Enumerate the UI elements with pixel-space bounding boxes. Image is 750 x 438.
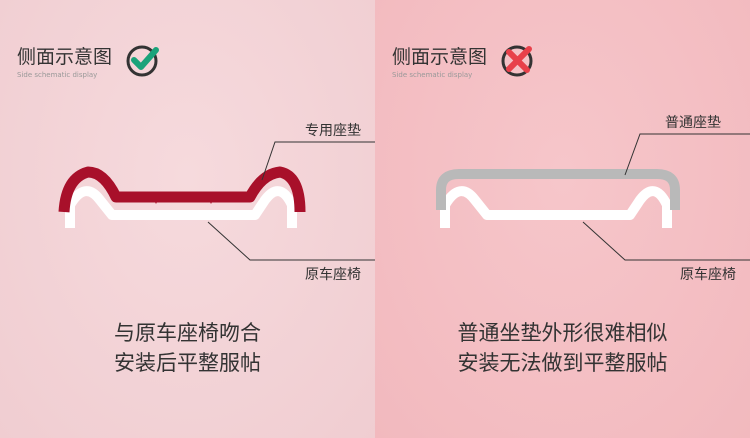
seat-label: 原车座椅 bbox=[305, 267, 361, 283]
check-icon bbox=[126, 45, 159, 77]
right-panel-incorrect: 侧面示意图 Side schematic display 普通座垫 原车座椅 普… bbox=[375, 0, 750, 438]
panel-subtitle: Side schematic display bbox=[392, 71, 473, 79]
dedicated-cushion-shape bbox=[58, 166, 306, 213]
original-seat-shape bbox=[440, 186, 672, 228]
seat-diagram bbox=[436, 133, 750, 261]
cushion-leader-line bbox=[624, 133, 750, 176]
seat-leader-line bbox=[207, 221, 375, 261]
original-seat-shape bbox=[65, 186, 297, 228]
panel-title: 侧面示意图 bbox=[392, 46, 488, 68]
cross-icon bbox=[501, 45, 533, 77]
caption-line-2: 安装无法做到平整服帖 bbox=[457, 351, 668, 375]
cushion-leader-line bbox=[261, 141, 375, 181]
panel-title: 侧面示意图 bbox=[17, 46, 113, 68]
caption-line-1: 普通坐垫外形很难相似 bbox=[457, 321, 668, 345]
cushion-label: 普通座垫 bbox=[665, 115, 721, 131]
left-panel-correct: 侧面示意图 Side schematic display 专用座垫 原车座椅 与… bbox=[0, 0, 375, 438]
caption-line-2: 安装后平整服帖 bbox=[114, 351, 261, 375]
caption-line-1: 与原车座椅吻合 bbox=[114, 321, 261, 345]
seat-diagram bbox=[58, 141, 375, 261]
seat-label: 原车座椅 bbox=[680, 267, 736, 283]
cushion-label: 专用座垫 bbox=[305, 123, 361, 139]
seat-leader-line bbox=[582, 221, 750, 261]
caption: 与原车座椅吻合 安装后平整服帖 bbox=[0, 318, 375, 378]
panel-subtitle: Side schematic display bbox=[17, 71, 98, 79]
generic-cushion-shape bbox=[436, 169, 680, 210]
caption: 普通坐垫外形很难相似 安装无法做到平整服帖 bbox=[375, 318, 750, 378]
